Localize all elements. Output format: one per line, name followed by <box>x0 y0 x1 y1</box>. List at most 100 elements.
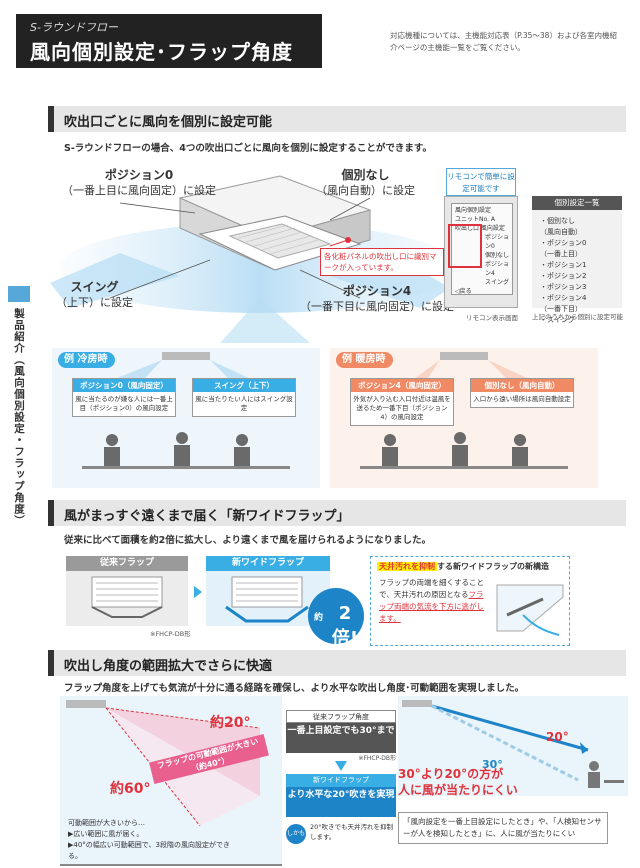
cassette-illustration <box>50 175 450 343</box>
individual-setting-list: 個別設定一覧 ・個別なし （風向自動） ・ポジション0 （一番上目） ・ポジショ… <box>532 196 622 324</box>
remote-line: ユニットNo. A <box>455 216 495 223</box>
individual-sub: （風向自動）に設定 <box>316 184 415 197</box>
section-heading-individual: 吹出口ごとに風向を個別に設定可能 <box>48 106 626 132</box>
remote-controller: 風向個別設定 ユニットNo. A 吹出し口 風向設定 ポジション0 個別なし ポ… <box>444 196 518 308</box>
side-label: 製品紹介（風向個別設定・フラップ角度） <box>13 308 25 527</box>
dirt-highlight: 天井汚れを抑制 <box>377 562 437 571</box>
side-tab-marker <box>8 286 30 302</box>
box-heading: ポジション4（風向固定） <box>351 379 453 392</box>
header-subtitle: S-ラウンドフロー <box>30 21 118 34</box>
box-body: 外気が入り込む入口付近は温風を送るため一番下目（ポジション4）の風向設定 <box>353 395 451 421</box>
arrow-right-icon <box>194 586 202 598</box>
range-note-item: ▶広い範囲に風が届く。 <box>68 830 144 838</box>
section-heading-angle: 吹出し角度の範囲拡大でさらに快適 <box>48 650 626 676</box>
page-header: S-ラウンドフロー 風向個別設定･フラップ角度 <box>16 14 322 68</box>
remote-callout: リモコンで簡単に設定可能です <box>446 168 516 196</box>
position4-sub: （一番下目に風向固定）に設定 <box>300 300 454 313</box>
scene-tag-label: 冷房時 <box>77 354 108 365</box>
scene-heating: 例 暖房時 ポジション4（風向固定） 外気が入り込む入口付近は温風を送るため一番… <box>330 348 598 488</box>
identification-mark-note: 各化粧パネルの吹出し口に識別マークが入っています。 <box>320 248 444 276</box>
section-title: 吹出口ごとに風向を個別に設定可能 <box>64 115 273 130</box>
range-note-title: 可動範囲が大きいから… <box>68 819 145 827</box>
list-caption: 上記のうちから個別に設定可能 <box>532 313 623 321</box>
new-flap-angle-box: 新ワイドフラップ より水平な20°吹きを実現 <box>286 774 396 817</box>
section-title: 風がまっすぐ遠くまで届く「新ワイドフラップ」 <box>64 509 350 524</box>
old-angle-body: 一番上目設定でも30°まで <box>286 723 396 753</box>
scene-tag-label: 暖房時 <box>355 354 386 365</box>
range-note: 可動範囲が大きいから… ▶広い範囲に風が届く。 ▶40°の幅広い可動範囲で、3段… <box>68 818 238 862</box>
new-angle-body: より水平な20°吹きを実現 <box>286 787 396 817</box>
swing-title: スイング <box>70 280 119 294</box>
remote-line: スイング <box>485 279 510 286</box>
box-body: 入口から遠い場所は風向自動設定 <box>473 395 571 403</box>
old-angle-heading: 従来フラップ角度 <box>286 710 396 723</box>
list-item: ・ポジション0 <box>540 239 587 247</box>
list-item: （一番上目） <box>540 250 582 258</box>
ceiling-dirt-note: しかも 20°吹きでも天井汚れを抑制します。 <box>286 822 396 844</box>
comfort-claim-line1: 30°より20°の方が <box>398 767 504 781</box>
remote-line: 吹出し口 風向設定 <box>455 225 505 232</box>
angle-label-20: 20° <box>546 730 569 744</box>
heat-box-position4: ポジション4（風向固定） 外気が入り込む入口付近は温風を送るため一番下目（ポジシ… <box>350 378 454 426</box>
list-item: ・ポジション1 <box>540 261 587 269</box>
position0-title: ポジション0 <box>104 168 174 182</box>
header-note: 対応機種については、主機能対応表（P.35〜38）および各室内機紹介ページの主機… <box>390 31 617 52</box>
label-individual: 個別なし （風向自動）に設定 <box>316 168 415 198</box>
position4-title: ポジション4 <box>342 284 412 298</box>
box-body: 風に当たりたい人にはスイング設定 <box>195 395 293 412</box>
heading-bar <box>48 500 54 526</box>
cool-box-swing: スイング（上下） 風に当たりたい人にはスイング設定 <box>192 378 296 417</box>
scene-tag-heat: 例 暖房時 <box>336 352 394 368</box>
remote-line: ポジション4 <box>485 261 510 277</box>
box-heading: 個別なし（風向自動） <box>471 379 573 392</box>
angle-20-label: 約20° <box>210 715 251 731</box>
list-item: ・ポジション4 <box>540 294 587 302</box>
airflow-comparison-diagram <box>398 696 628 796</box>
label-position0: ポジション0 （一番上目に風向固定）に設定 <box>62 168 216 198</box>
list-item: ・ポジション3 <box>540 283 587 291</box>
angle-60-label: 約60° <box>110 781 151 797</box>
old-angle-footnote: ※FHCP-DB形 <box>358 755 396 762</box>
example-mark: 例 <box>64 354 74 365</box>
old-flap-panel: 従来フラップ <box>66 556 188 626</box>
list-item: （一番下目） <box>540 305 582 313</box>
heat-box-individual: 個別なし（風向自動） 入口から遠い場所は風向自動設定 <box>470 378 574 408</box>
box-heading: スイング（上下） <box>193 379 295 392</box>
cooling-room-illustration <box>82 352 292 469</box>
note-text: 20°吹きでも天井汚れを抑制します。 <box>310 823 394 841</box>
flap-structure-illustration <box>496 584 564 636</box>
individual-title: 個別なし <box>341 168 390 182</box>
swing-sub: （上下）に設定 <box>56 296 133 309</box>
range-note-item: ▶40°の幅広い可動範囲で、3段階の風向設定ができる。 <box>68 841 230 860</box>
dirt-heading: 天井汚れを抑制する新ワイドフラップの新構造 <box>377 561 549 572</box>
section-title: 吹出し角度の範囲拡大でさらに快適 <box>64 659 273 674</box>
arrow-down-icon <box>335 761 347 771</box>
section-heading-wide-flap: 風がまっすぐ遠くまで届く「新ワイドフラップ」 <box>48 500 626 526</box>
remote-line: ポジション0 <box>485 234 510 250</box>
ceiling-dirt-box: 天井汚れを抑制する新ワイドフラップの新構造 フラップの両端を細くすることで、天井… <box>370 556 570 646</box>
position0-sub: （一番上目に風向固定）に設定 <box>62 184 216 197</box>
new-flap-label: 新ワイドフラップ <box>206 556 330 571</box>
remote-screen: 風向個別設定 ユニットNo. A 吹出し口 風向設定 ポジション0 個別なし ポ… <box>451 203 513 295</box>
list-item: ・ポジション2 <box>540 272 587 280</box>
dirt-body-underline: フラップ両端の気流を <box>379 590 484 611</box>
flap-angle-diagram <box>60 696 282 866</box>
list-item: （風向自動） <box>540 228 582 236</box>
new-flap-illustration <box>225 576 309 623</box>
box-heading: ポジション0（風向固定） <box>73 379 175 392</box>
dirt-body-1: フラップの両端を細くすることで、天井汚れの原因となる <box>379 578 484 599</box>
section-lead: 従来に比べて面積を約2倍に拡大し、より遠くまで風を届けられるようになりました。 <box>64 535 432 546</box>
heading-bar <box>48 106 54 132</box>
usage-condition-note: 「風向設定を一番上目設定にしたとき」や、「人検知センサーが人を検知したとき」に、… <box>398 812 608 844</box>
label-position4: ポジション4 （一番下目に風向固定）に設定 <box>300 284 454 314</box>
old-flap-illustration <box>91 576 163 618</box>
comfort-claim: 30°より20°の方が 人に風が当たりにくい <box>398 766 518 798</box>
heading-bar <box>48 650 54 676</box>
old-flap-angle-box: 従来フラップ角度 一番上目設定でも30°まで ※FHCP-DB形 <box>286 710 396 762</box>
angle-label-30: 30° <box>482 758 503 771</box>
remote-caption: リモコン表示画面 <box>466 314 518 322</box>
section-lead: S-ラウンドフローの場合、4つの吹出口ごとに風向を個別に設定することができます。 <box>64 143 432 154</box>
section-lead: フラップ角度を上げても気流が十分に通る経路を確保し、より水平な吹出し角度･可動範… <box>64 683 525 694</box>
remote-line: 個別なし <box>485 252 510 259</box>
